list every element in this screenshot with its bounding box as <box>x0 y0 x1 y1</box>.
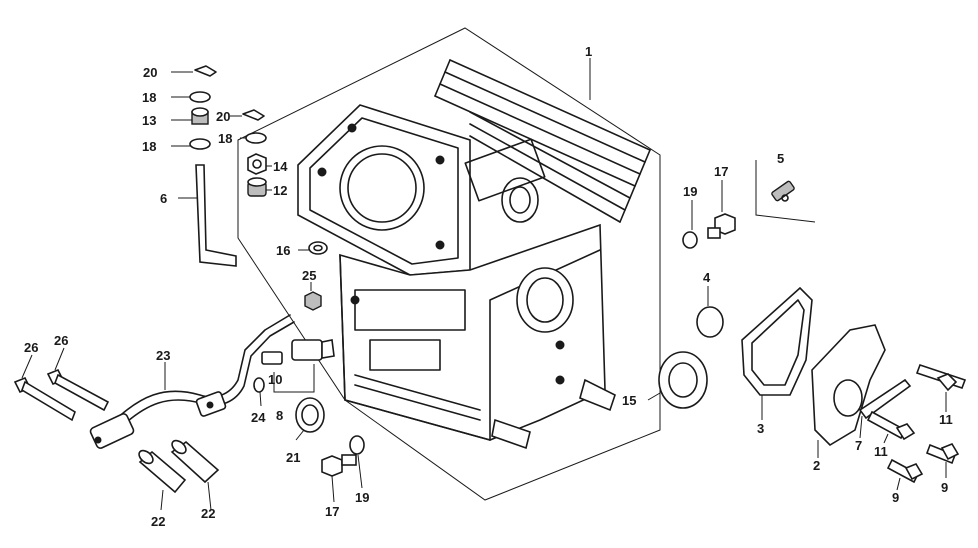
callout-23: 23 <box>156 348 170 363</box>
fitting-10 <box>261 339 335 365</box>
bolt-11-top <box>915 363 967 392</box>
callout-19-top: 19 <box>683 184 697 199</box>
washer-19-top <box>682 231 698 249</box>
callout-20-a: 20 <box>143 65 157 80</box>
plug-4 <box>696 306 724 338</box>
leader-lines <box>21 58 947 511</box>
callout-17-bottom: 17 <box>325 504 339 519</box>
callout-9-right: 9 <box>941 480 948 495</box>
callout-16: 16 <box>276 243 290 258</box>
clip-20-top <box>194 65 217 77</box>
callout-22-a: 22 <box>151 514 165 529</box>
callout-1: 1 <box>585 44 592 59</box>
rod-6 <box>195 164 237 267</box>
callout-15: 15 <box>622 393 636 408</box>
oil-pipe-23 <box>89 314 295 449</box>
sleeve-22-b <box>170 439 220 484</box>
washer-18-right <box>245 132 267 144</box>
callout-26-a: 26 <box>24 340 38 355</box>
assembly-boundary <box>237 27 661 501</box>
callout-12: 12 <box>273 183 287 198</box>
sleeve-22-a <box>138 449 187 494</box>
callout-2: 2 <box>813 458 820 473</box>
sleeve-12 <box>247 177 267 197</box>
callout-8: 8 <box>276 408 283 423</box>
bolt-17-top <box>707 213 736 239</box>
bushing-13 <box>191 107 209 125</box>
fitting-5 <box>771 180 795 202</box>
bolt-26-a <box>13 376 76 422</box>
callout-25: 25 <box>302 268 316 283</box>
bolt-26-b <box>46 368 110 412</box>
callout-20-b: 20 <box>216 109 230 124</box>
oil-seal-15 <box>658 351 708 409</box>
cover-2 <box>811 324 886 447</box>
callout-11-mid: 11 <box>874 444 888 459</box>
nut-14 <box>247 153 267 175</box>
callout-14: 14 <box>273 159 288 174</box>
plate-7 <box>858 378 912 420</box>
callout-10: 10 <box>268 372 282 387</box>
callout-21: 21 <box>286 450 300 465</box>
cylinder-block <box>297 59 651 450</box>
callout-5: 5 <box>777 151 784 166</box>
gasket-3 <box>741 286 813 396</box>
callout-13: 13 <box>142 113 156 128</box>
bearing-21 <box>295 397 325 433</box>
callout-18-c: 18 <box>218 131 232 146</box>
bolt-9-right <box>925 443 960 465</box>
washer-18-top <box>189 91 211 103</box>
callout-18-a: 18 <box>142 90 156 105</box>
o-ring-16 <box>308 241 328 255</box>
callout-9-bottom: 9 <box>892 490 899 505</box>
nut-25 <box>304 291 322 311</box>
callout-3: 3 <box>757 421 764 436</box>
callout-18-b: 18 <box>142 139 156 154</box>
o-ring-16-inner <box>313 244 323 252</box>
bolt-9-bottom <box>886 458 924 484</box>
bracket-5-frame <box>755 160 816 223</box>
callout-6: 6 <box>160 191 167 206</box>
clip-20-right <box>242 109 265 121</box>
callout-11-top: 11 <box>939 412 953 427</box>
bolt-17-bottom <box>321 454 357 477</box>
washer-24 <box>253 377 265 393</box>
callout-24: 24 <box>251 410 266 425</box>
callout-7: 7 <box>855 438 862 453</box>
washer-18-mid <box>189 138 211 150</box>
callout-17-top: 17 <box>714 164 728 179</box>
callout-22-b: 22 <box>201 506 215 521</box>
washer-19-bottom <box>349 435 365 455</box>
bolt-11-mid <box>866 410 916 441</box>
callout-19-bottom: 19 <box>355 490 369 505</box>
callout-4: 4 <box>703 270 711 285</box>
callout-26-b: 26 <box>54 333 68 348</box>
